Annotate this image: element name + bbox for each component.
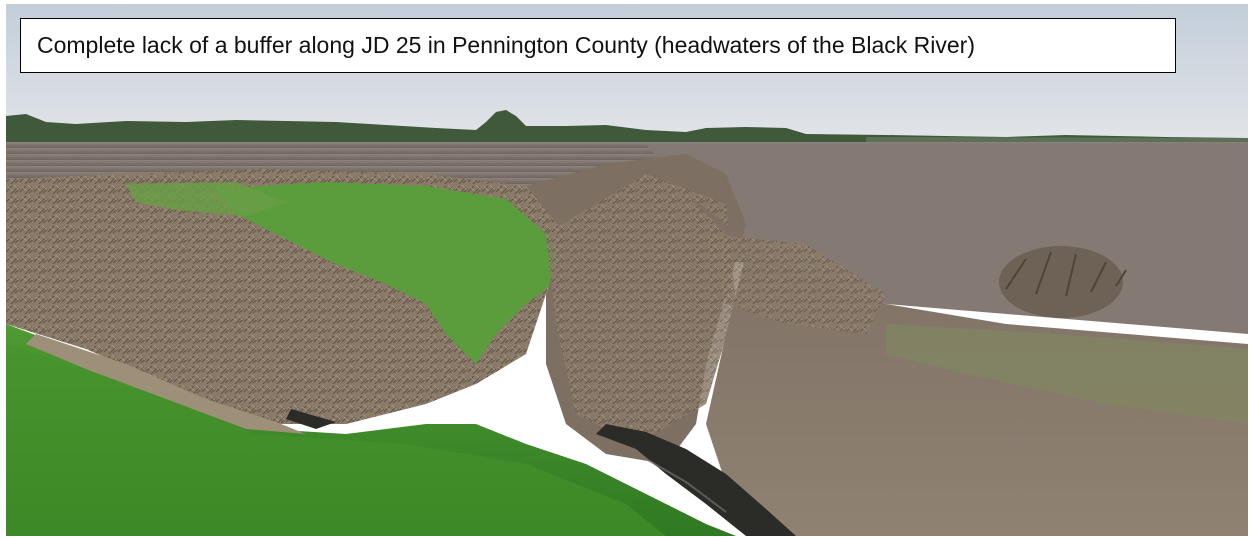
water-left [286,409,336,429]
photo-caption: Complete lack of a buffer along JD 25 in… [20,18,1176,73]
ditch-water [596,424,796,536]
water-glint [645,458,727,513]
bank-grass-upper [126,182,286,216]
bank-grass [216,182,566,364]
right-bank-grass [886,324,1248,424]
shrub-branches [1005,251,1127,297]
foreground-grass-highlight [6,344,666,536]
right-bank-brush [706,234,886,334]
treeline [6,110,1248,146]
ditch-brush-texture [546,174,736,444]
shrub [999,246,1123,318]
bank-edge [26,334,306,434]
landscape-photo [6,4,1248,536]
